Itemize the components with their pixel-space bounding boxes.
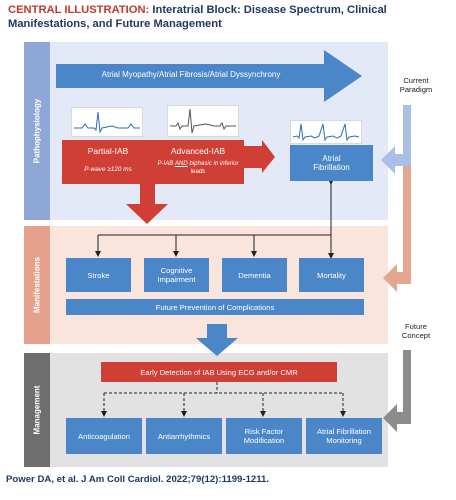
stroke-box: Stroke <box>66 258 131 292</box>
pathophysiology-side-label: Pathophysiology <box>24 42 50 220</box>
risk-factor-box: Risk Factor Modification <box>226 418 302 454</box>
title-text: Interatrial Block: Disease Spectrum, Cli… <box>8 4 387 30</box>
af-monitoring-box: Atrial Fibrillation Monitoring <box>306 418 382 454</box>
partial-iab-sub: P-wave ≥120 ms <box>84 166 132 173</box>
advanced-sub-part2: biphasic in inferior leads <box>187 160 239 175</box>
myopathy-banner-text: Atrial Myopathy/Atrial Fibrosis/Atrial D… <box>101 70 281 79</box>
partial-iab-title: Partial-IAB <box>87 146 129 156</box>
page-title: CENTRAL ILLUSTRATION: Interatrial Block:… <box>8 4 448 31</box>
future-concept-label: Future Concept <box>401 322 431 340</box>
current-paradigm-label: Current Paradigm <box>399 76 433 94</box>
citation-footer: Power DA, et al. J Am Coll Cardiol. 2022… <box>6 474 270 485</box>
anticoagulation-box: Anticoagulation <box>66 418 142 454</box>
advanced-iab-title: Advanced-IAB <box>170 146 226 156</box>
iab-types-box <box>62 140 244 184</box>
antiarrhythmics-box: Antiarrhythmics <box>146 418 222 454</box>
manifestations-side-label: Manifestations <box>24 226 50 344</box>
red-arrow-to-af <box>244 140 275 173</box>
prevention-box: Future Prevention of Complications <box>66 299 364 315</box>
ecg-atrial-fibrillation <box>290 120 362 144</box>
mortality-box: Mortality <box>299 258 364 292</box>
ecg-partial-iab <box>71 107 143 137</box>
myopathy-banner-arrow <box>56 50 362 102</box>
title-prefix: CENTRAL ILLUSTRATION: <box>8 4 150 16</box>
future-concept-arrow-gray <box>383 350 411 432</box>
red-arrow-down <box>126 184 168 224</box>
current-paradigm-arrow-blue <box>381 105 411 174</box>
dementia-box: Dementia <box>222 258 287 292</box>
cognitive-impairment-box: Cognitive Impairment <box>144 258 209 292</box>
blue-arrow-down <box>196 324 238 356</box>
management-side-label: Management <box>24 353 50 467</box>
advanced-sub-and: AND <box>174 160 188 167</box>
early-detection-box: Early Detection of IAB Using ECG and/or … <box>101 362 337 382</box>
atrial-fibrillation-box: Atrial Fibrillation <box>290 145 373 181</box>
advanced-iab-sub: P-IAB AND biphasic in inferior leads <box>154 160 242 175</box>
current-paradigm-arrow-orange <box>383 166 411 292</box>
ecg-advanced-iab <box>167 105 239 137</box>
advanced-sub-part1: P-IAB <box>157 160 175 167</box>
